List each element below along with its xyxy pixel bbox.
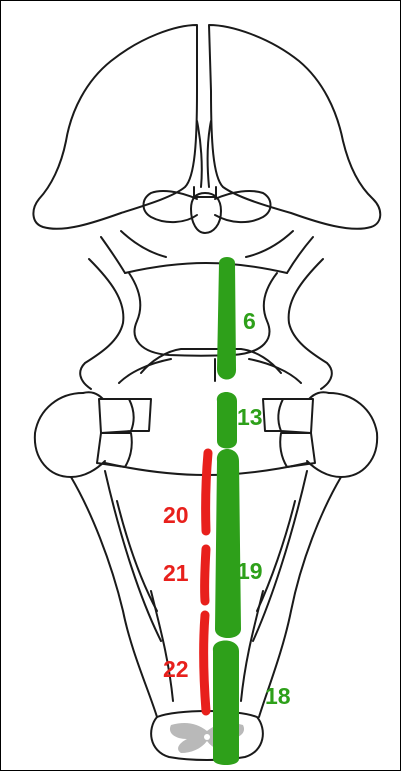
pons-left-edge [80,259,123,389]
right-thalamus [209,25,380,229]
red-tracts [204,453,208,711]
label-19: 19 [237,558,263,584]
label-22: 22 [163,656,189,682]
green-tracts [213,257,241,765]
green-tract-18 [213,641,239,766]
left-peduncle [35,393,105,477]
green-tract-6 [217,257,236,380]
left-thalamus [33,25,197,229]
green-tract-13 [217,392,237,449]
central-canal [204,734,210,740]
red-tract-22 [204,615,206,711]
pons-right-edge [289,259,332,389]
label-20: 20 [163,502,189,528]
medulla-left-edge [71,477,157,717]
label-18: 18 [265,683,291,709]
label-13: 13 [237,404,263,430]
right-peduncle [307,393,377,477]
label-6: 6 [243,308,256,334]
label-21: 21 [163,560,189,586]
red-tract-20 [206,453,208,531]
red-tract-21 [205,549,206,601]
right-colliculus [215,191,271,222]
green-tract-19 [215,449,241,638]
